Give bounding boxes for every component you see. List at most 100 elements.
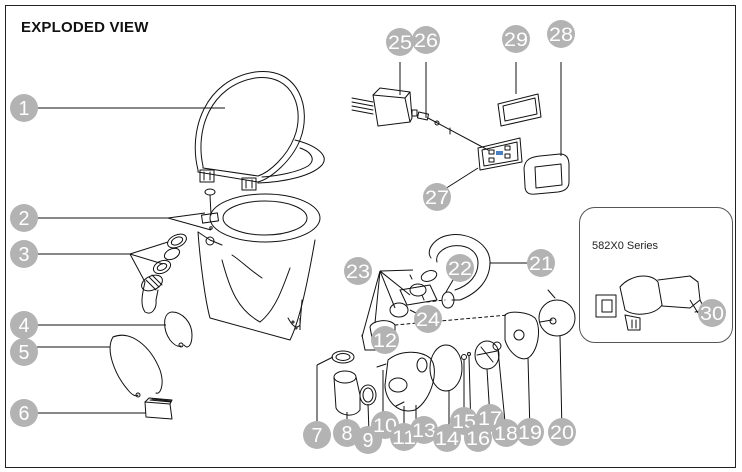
callout-4: 4 [10, 311, 38, 339]
callout-circle [386, 28, 414, 56]
callout-circle [303, 421, 331, 449]
callout-circle [516, 418, 544, 446]
callout-number: 29 [504, 30, 528, 51]
washer-drawing [467, 352, 471, 356]
callout-number: 8 [342, 423, 353, 445]
callout-number: 14 [435, 429, 459, 450]
callout-number: 10 [373, 416, 397, 437]
callout-number: 3 [19, 244, 30, 266]
callout-number: 12 [373, 331, 397, 352]
callout-18: 18 [492, 419, 520, 447]
callout-circle [10, 311, 38, 339]
callout-number: 5 [19, 342, 30, 364]
callout-23: 23 [344, 257, 372, 285]
nut-drawing [461, 354, 467, 360]
control-box-drawing [351, 87, 489, 151]
callout-circle [548, 418, 576, 446]
motor-drawing [538, 289, 576, 337]
callout-circle [371, 326, 399, 354]
mounting-block-drawing [144, 397, 173, 420]
callout-circle [423, 183, 451, 211]
outlet-elbow-drawing [331, 350, 377, 416]
callout-12: 12 [371, 326, 399, 354]
callout-circle [10, 399, 38, 427]
callout-circle [446, 254, 474, 282]
callout-number: 7 [312, 425, 323, 447]
bezel-rect-drawing [497, 93, 542, 127]
callout-13: 13 [410, 416, 438, 444]
callout-number: 6 [19, 403, 30, 425]
callout-number: 22 [448, 259, 472, 280]
pump-cover-drawing [504, 311, 539, 360]
callout-2: 2 [10, 204, 38, 232]
callout-number: 27 [425, 188, 449, 209]
water-pump-drawing [595, 275, 706, 331]
diagram-title: EXPLODED VIEW [21, 19, 149, 36]
impeller-drawing [474, 340, 500, 370]
intake-hose-drawing [428, 234, 491, 301]
callout-number: 21 [529, 254, 553, 275]
callout-26: 26 [412, 26, 440, 54]
callout-number: 11 [392, 428, 416, 449]
callout-27: 27 [423, 183, 451, 211]
o-ring-drawing [429, 344, 463, 392]
leader-lines [37, 62, 699, 433]
callout-number: 23 [346, 262, 370, 283]
callout-6: 6 [10, 399, 38, 427]
switch-panel-drawing [477, 137, 523, 171]
callout-5: 5 [10, 338, 38, 366]
callout-circle [502, 25, 530, 53]
callout-circle [410, 416, 438, 444]
callout-24: 24 [414, 305, 442, 333]
hose-clamps-drawing [109, 311, 193, 398]
seal-drawing [492, 341, 502, 351]
callout-20: 20 [548, 418, 576, 446]
callout-number: 2 [19, 208, 30, 230]
callout-7: 7 [303, 421, 331, 449]
callout-number: 13 [412, 421, 436, 442]
inset-series-label: 582X0 Series [592, 240, 659, 252]
callout-circle [527, 249, 555, 277]
callout-number: 26 [414, 31, 438, 52]
callout-19: 19 [516, 418, 544, 446]
callout-number: 25 [388, 33, 412, 54]
callout-14: 14 [433, 424, 461, 452]
callout-22: 22 [446, 254, 474, 282]
callout-circle [412, 26, 440, 54]
callout-circle [344, 257, 372, 285]
callout-1: 1 [10, 94, 38, 122]
callout-28: 28 [547, 20, 575, 48]
callout-30: 30 [698, 299, 726, 327]
callout-circle [414, 305, 442, 333]
hinge-hardware-drawing [201, 188, 219, 246]
callout-number: 16 [466, 429, 490, 450]
callout-number: 4 [19, 315, 30, 337]
callout-circle [10, 240, 38, 268]
callout-29: 29 [502, 25, 530, 53]
callout-number: 18 [494, 424, 518, 445]
callout-number: 24 [416, 310, 440, 331]
callout-25: 25 [386, 28, 414, 56]
callout-circle [698, 299, 726, 327]
callout-circle [433, 424, 461, 452]
pump-housing-drawing [376, 351, 435, 412]
toilet-seat-lid-drawing [194, 71, 325, 191]
callout-21: 21 [527, 249, 555, 277]
callout-number: 9 [363, 430, 374, 452]
discharge-elbow-drawing [141, 233, 187, 314]
callout-number: 19 [518, 423, 542, 444]
callout-number: 20 [550, 423, 574, 444]
callout-3: 3 [10, 240, 38, 268]
bezel-oval-drawing [523, 153, 570, 195]
callout-circle [492, 419, 520, 447]
callout-circle [10, 338, 38, 366]
toilet-bowl-drawing [197, 193, 321, 341]
callout-circle [547, 20, 575, 48]
callout-number: 30 [700, 304, 724, 325]
callout-circle [10, 94, 38, 122]
callout-circle [10, 204, 38, 232]
callout-number: 28 [549, 25, 573, 46]
callout-number: 1 [19, 98, 30, 120]
